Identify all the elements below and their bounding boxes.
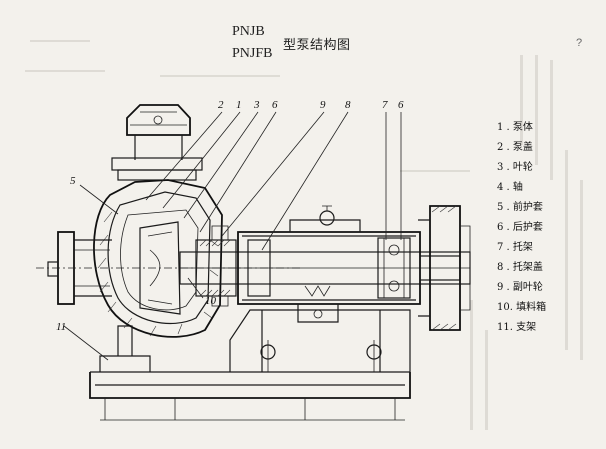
- pump-casing: [93, 179, 223, 338]
- impeller: [139, 221, 181, 315]
- legend-item: 9 . 副叶轮: [497, 278, 603, 298]
- legend-item: 3 . 叶轮: [497, 158, 603, 178]
- callout-10: 10: [205, 295, 217, 307]
- model-name-pnjb: PNJB: [232, 24, 265, 39]
- legend-item: 6 . 后护套: [497, 218, 603, 238]
- callout-6-left: 6: [272, 99, 278, 111]
- callout-8: 8: [345, 99, 351, 111]
- shaft-and-bearing-housing: [179, 205, 471, 323]
- legend-item-label: 1 . 泵体: [497, 122, 533, 133]
- support-frame: [89, 309, 411, 421]
- legend-item-label: 5 . 前护套: [497, 202, 543, 213]
- legend-item-label: 11. 支架: [497, 322, 537, 333]
- packing-box-and-expeller: [195, 225, 237, 307]
- callout-5: 5: [70, 175, 76, 187]
- diagram-header: PNJB PNJFB 型泵结构图: [0, 0, 606, 70]
- legend-item: 1 . 泵体: [497, 118, 603, 138]
- callout-11: 11: [56, 321, 66, 333]
- callout-6-right: 6: [398, 99, 404, 111]
- legend-item: 2 . 泵盖: [497, 138, 603, 158]
- legend-item-label: 8 . 托架盖: [497, 262, 543, 273]
- callout-9: 9: [320, 99, 326, 111]
- print-through-background: [25, 40, 583, 430]
- legend-item: 11. 支架: [497, 318, 603, 338]
- discharge-outlet: [111, 104, 203, 181]
- legend-item-label: 9 . 副叶轮: [497, 282, 543, 293]
- callout-labels: 2 1 3 6 9 8 7 6 5 10 11 ?: [56, 37, 582, 333]
- parts-legend: 1 . 泵体 2 . 泵盖 3 . 叶轮 4 . 轴 5 . 前护套 6 . 后…: [497, 118, 603, 338]
- callout-3: 3: [253, 99, 260, 111]
- legend-item-label: 2 . 泵盖: [497, 142, 533, 153]
- legend-item-label: 4 . 轴: [497, 182, 523, 193]
- diagram-title: 型泵结构图: [283, 38, 351, 53]
- callout-1: 1: [236, 99, 242, 111]
- drive-coupling: [418, 205, 471, 331]
- callout-2: 2: [218, 99, 224, 111]
- legend-item: 5 . 前护套: [497, 198, 603, 218]
- legend-item: 7 . 托架: [497, 238, 603, 258]
- leader-lines: [63, 111, 402, 361]
- legend-item-label: 3 . 叶轮: [497, 162, 533, 173]
- legend-item: 4 . 轴: [497, 178, 603, 198]
- margin-mark: ?: [576, 37, 582, 49]
- legend-item-label: 10. 填料箱: [497, 302, 547, 313]
- callout-7: 7: [382, 99, 388, 111]
- legend-item-label: 6 . 后护套: [497, 222, 543, 233]
- model-name-pnjfb: PNJFB: [232, 46, 273, 61]
- legend-item-label: 7 . 托架: [497, 242, 533, 253]
- legend-item: 10. 填料箱: [497, 298, 603, 318]
- legend-item: 8 . 托架盖: [497, 258, 603, 278]
